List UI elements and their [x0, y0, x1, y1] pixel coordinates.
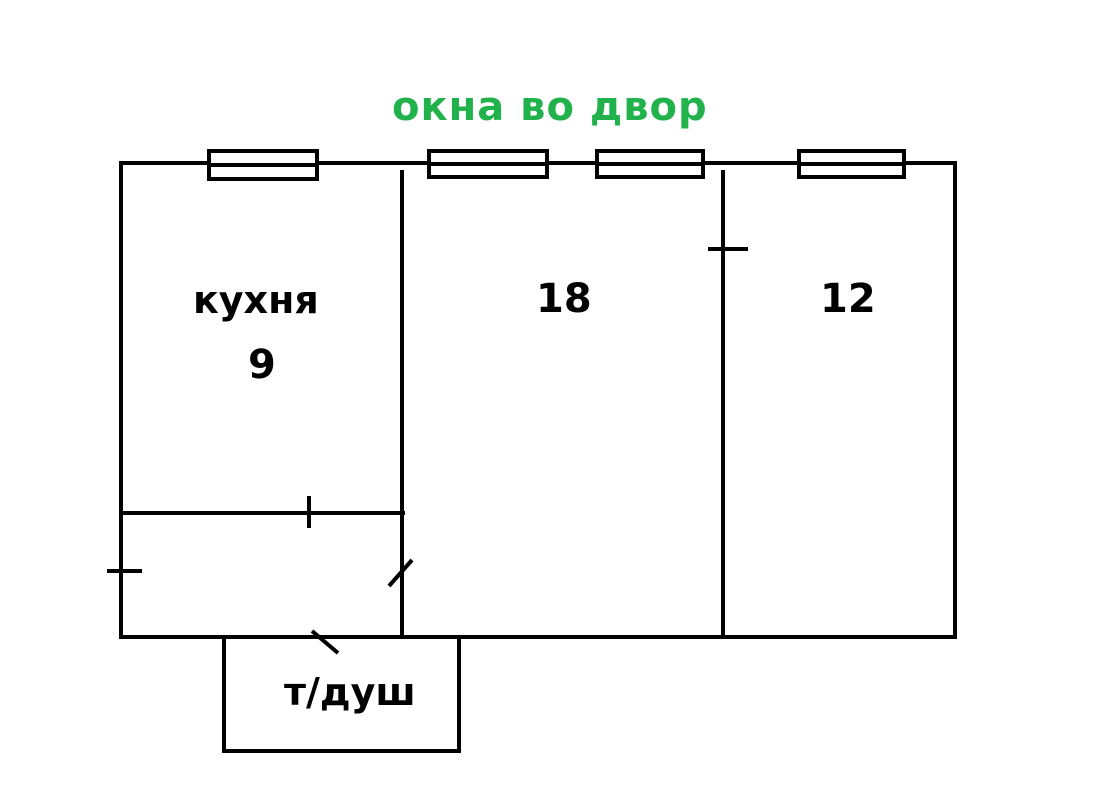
outer-wall	[119, 161, 957, 639]
kitchen-area: 9	[248, 342, 276, 388]
kitchen-label: кухня	[193, 278, 319, 322]
room1-area: 18	[536, 276, 592, 322]
bathroom-walls	[222, 635, 461, 753]
door-mark	[310, 629, 340, 655]
room2-area: 12	[820, 276, 876, 322]
diagram-title: окна во двор	[392, 84, 708, 130]
bathroom-label: т/душ	[284, 670, 416, 714]
door-mark	[387, 558, 414, 588]
